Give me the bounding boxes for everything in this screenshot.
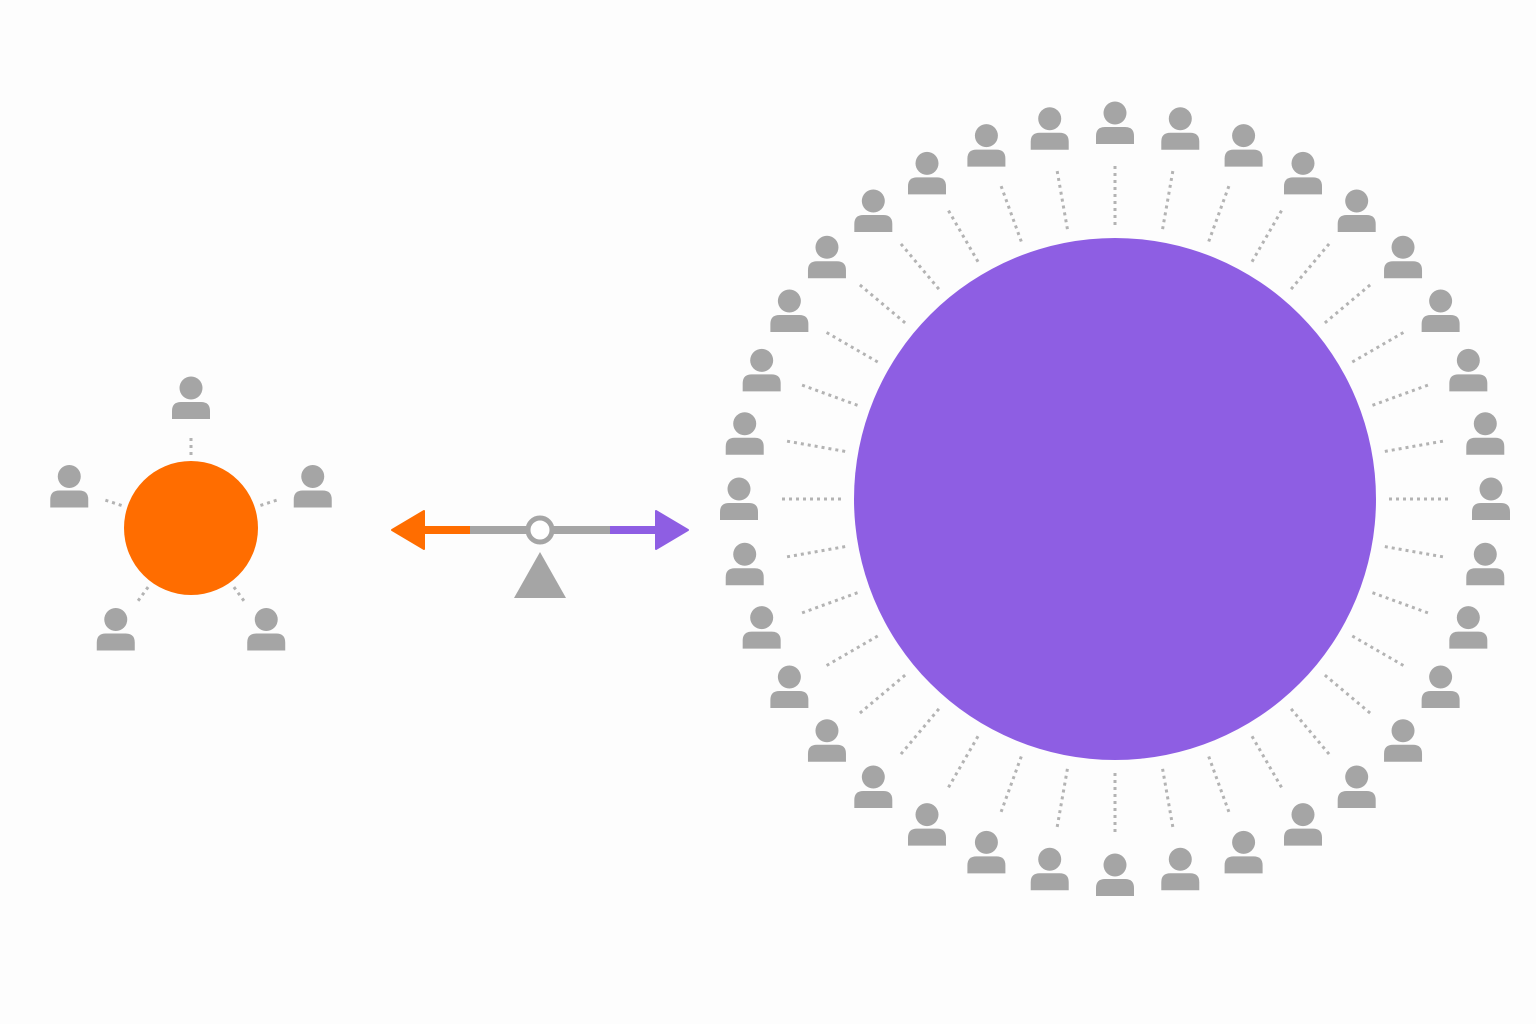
large-connector bbox=[823, 634, 879, 669]
balance-scale bbox=[391, 510, 689, 598]
large-connector bbox=[1055, 167, 1069, 230]
person-icon bbox=[1161, 107, 1200, 150]
small-members bbox=[50, 376, 332, 651]
small-connector bbox=[232, 586, 246, 602]
small-cluster bbox=[50, 376, 332, 651]
large-connectors bbox=[779, 163, 1451, 835]
large-connector bbox=[998, 755, 1023, 816]
large-connector bbox=[1351, 329, 1407, 364]
large-connector bbox=[1161, 768, 1175, 831]
person-icon bbox=[1337, 189, 1376, 232]
person-icon bbox=[1466, 542, 1505, 586]
person-icon bbox=[854, 765, 893, 809]
large-connector bbox=[1289, 240, 1333, 291]
person-icon bbox=[908, 151, 946, 195]
person-icon bbox=[967, 830, 1006, 874]
person-icon bbox=[1421, 289, 1460, 332]
person-icon bbox=[1284, 151, 1322, 195]
person-icon bbox=[807, 235, 846, 279]
large-connector bbox=[1384, 545, 1447, 559]
arrow-left-icon bbox=[391, 510, 425, 550]
large-connector bbox=[783, 439, 846, 453]
person-icon bbox=[1161, 847, 1200, 891]
small-hub-circle bbox=[124, 461, 258, 595]
person-icon bbox=[1466, 412, 1505, 455]
large-connector bbox=[945, 207, 980, 263]
large-connector bbox=[783, 545, 846, 559]
person-icon bbox=[1421, 665, 1460, 708]
person-icon bbox=[1449, 606, 1488, 649]
person-icon bbox=[807, 719, 846, 762]
small-connectors bbox=[104, 438, 278, 602]
large-members bbox=[720, 101, 1510, 896]
person-icon bbox=[1224, 124, 1263, 167]
person-icon bbox=[908, 803, 946, 846]
large-connector bbox=[1289, 707, 1333, 758]
large-connector bbox=[1250, 735, 1285, 791]
large-connector bbox=[1207, 182, 1232, 243]
person-icon bbox=[293, 464, 332, 508]
person-icon bbox=[725, 542, 764, 586]
person-icon bbox=[50, 464, 89, 508]
large-connector bbox=[798, 591, 859, 616]
small-connector bbox=[259, 498, 278, 507]
person-icon bbox=[725, 412, 764, 455]
large-connector bbox=[1323, 281, 1374, 325]
large-connector bbox=[1323, 673, 1374, 717]
large-connector bbox=[1351, 634, 1407, 669]
large-connector bbox=[1207, 755, 1232, 816]
person-icon bbox=[1096, 853, 1134, 896]
large-connector bbox=[798, 382, 859, 407]
person-icon bbox=[1030, 107, 1069, 150]
person-icon bbox=[1284, 803, 1322, 846]
person-icon bbox=[770, 665, 809, 708]
large-connector bbox=[1371, 591, 1432, 616]
large-connector bbox=[1384, 439, 1447, 453]
person-icon bbox=[1472, 477, 1510, 520]
large-connector bbox=[856, 673, 907, 717]
large-connector bbox=[1055, 768, 1069, 831]
person-icon bbox=[1337, 765, 1376, 809]
person-icon bbox=[1224, 830, 1263, 874]
person-icon bbox=[172, 376, 210, 419]
person-icon bbox=[247, 608, 286, 651]
large-connector bbox=[998, 182, 1023, 243]
small-connector bbox=[136, 586, 150, 602]
large-cluster bbox=[720, 101, 1510, 896]
large-connector bbox=[1161, 167, 1175, 230]
person-icon bbox=[1384, 235, 1423, 279]
large-connector bbox=[823, 329, 879, 364]
arrow-right-icon bbox=[655, 510, 689, 550]
person-icon bbox=[742, 348, 781, 392]
large-connector bbox=[897, 707, 941, 758]
person-icon bbox=[720, 477, 758, 520]
large-hub-circle bbox=[854, 238, 1376, 760]
small-connector bbox=[104, 498, 123, 507]
person-icon bbox=[854, 189, 893, 232]
large-connector bbox=[1371, 382, 1432, 407]
large-connector bbox=[856, 281, 907, 325]
person-icon bbox=[1096, 101, 1134, 144]
person-icon bbox=[1449, 348, 1488, 392]
person-icon bbox=[742, 606, 781, 649]
large-connector bbox=[945, 735, 980, 791]
person-icon bbox=[1030, 847, 1069, 891]
person-icon bbox=[967, 124, 1006, 167]
pivot-ring-icon bbox=[525, 515, 555, 545]
large-connector bbox=[1250, 207, 1285, 263]
triangle-fulcrum-icon bbox=[514, 552, 566, 598]
large-connector bbox=[897, 240, 941, 291]
person-icon bbox=[1384, 719, 1423, 762]
person-icon bbox=[96, 608, 135, 651]
person-icon bbox=[770, 289, 809, 332]
